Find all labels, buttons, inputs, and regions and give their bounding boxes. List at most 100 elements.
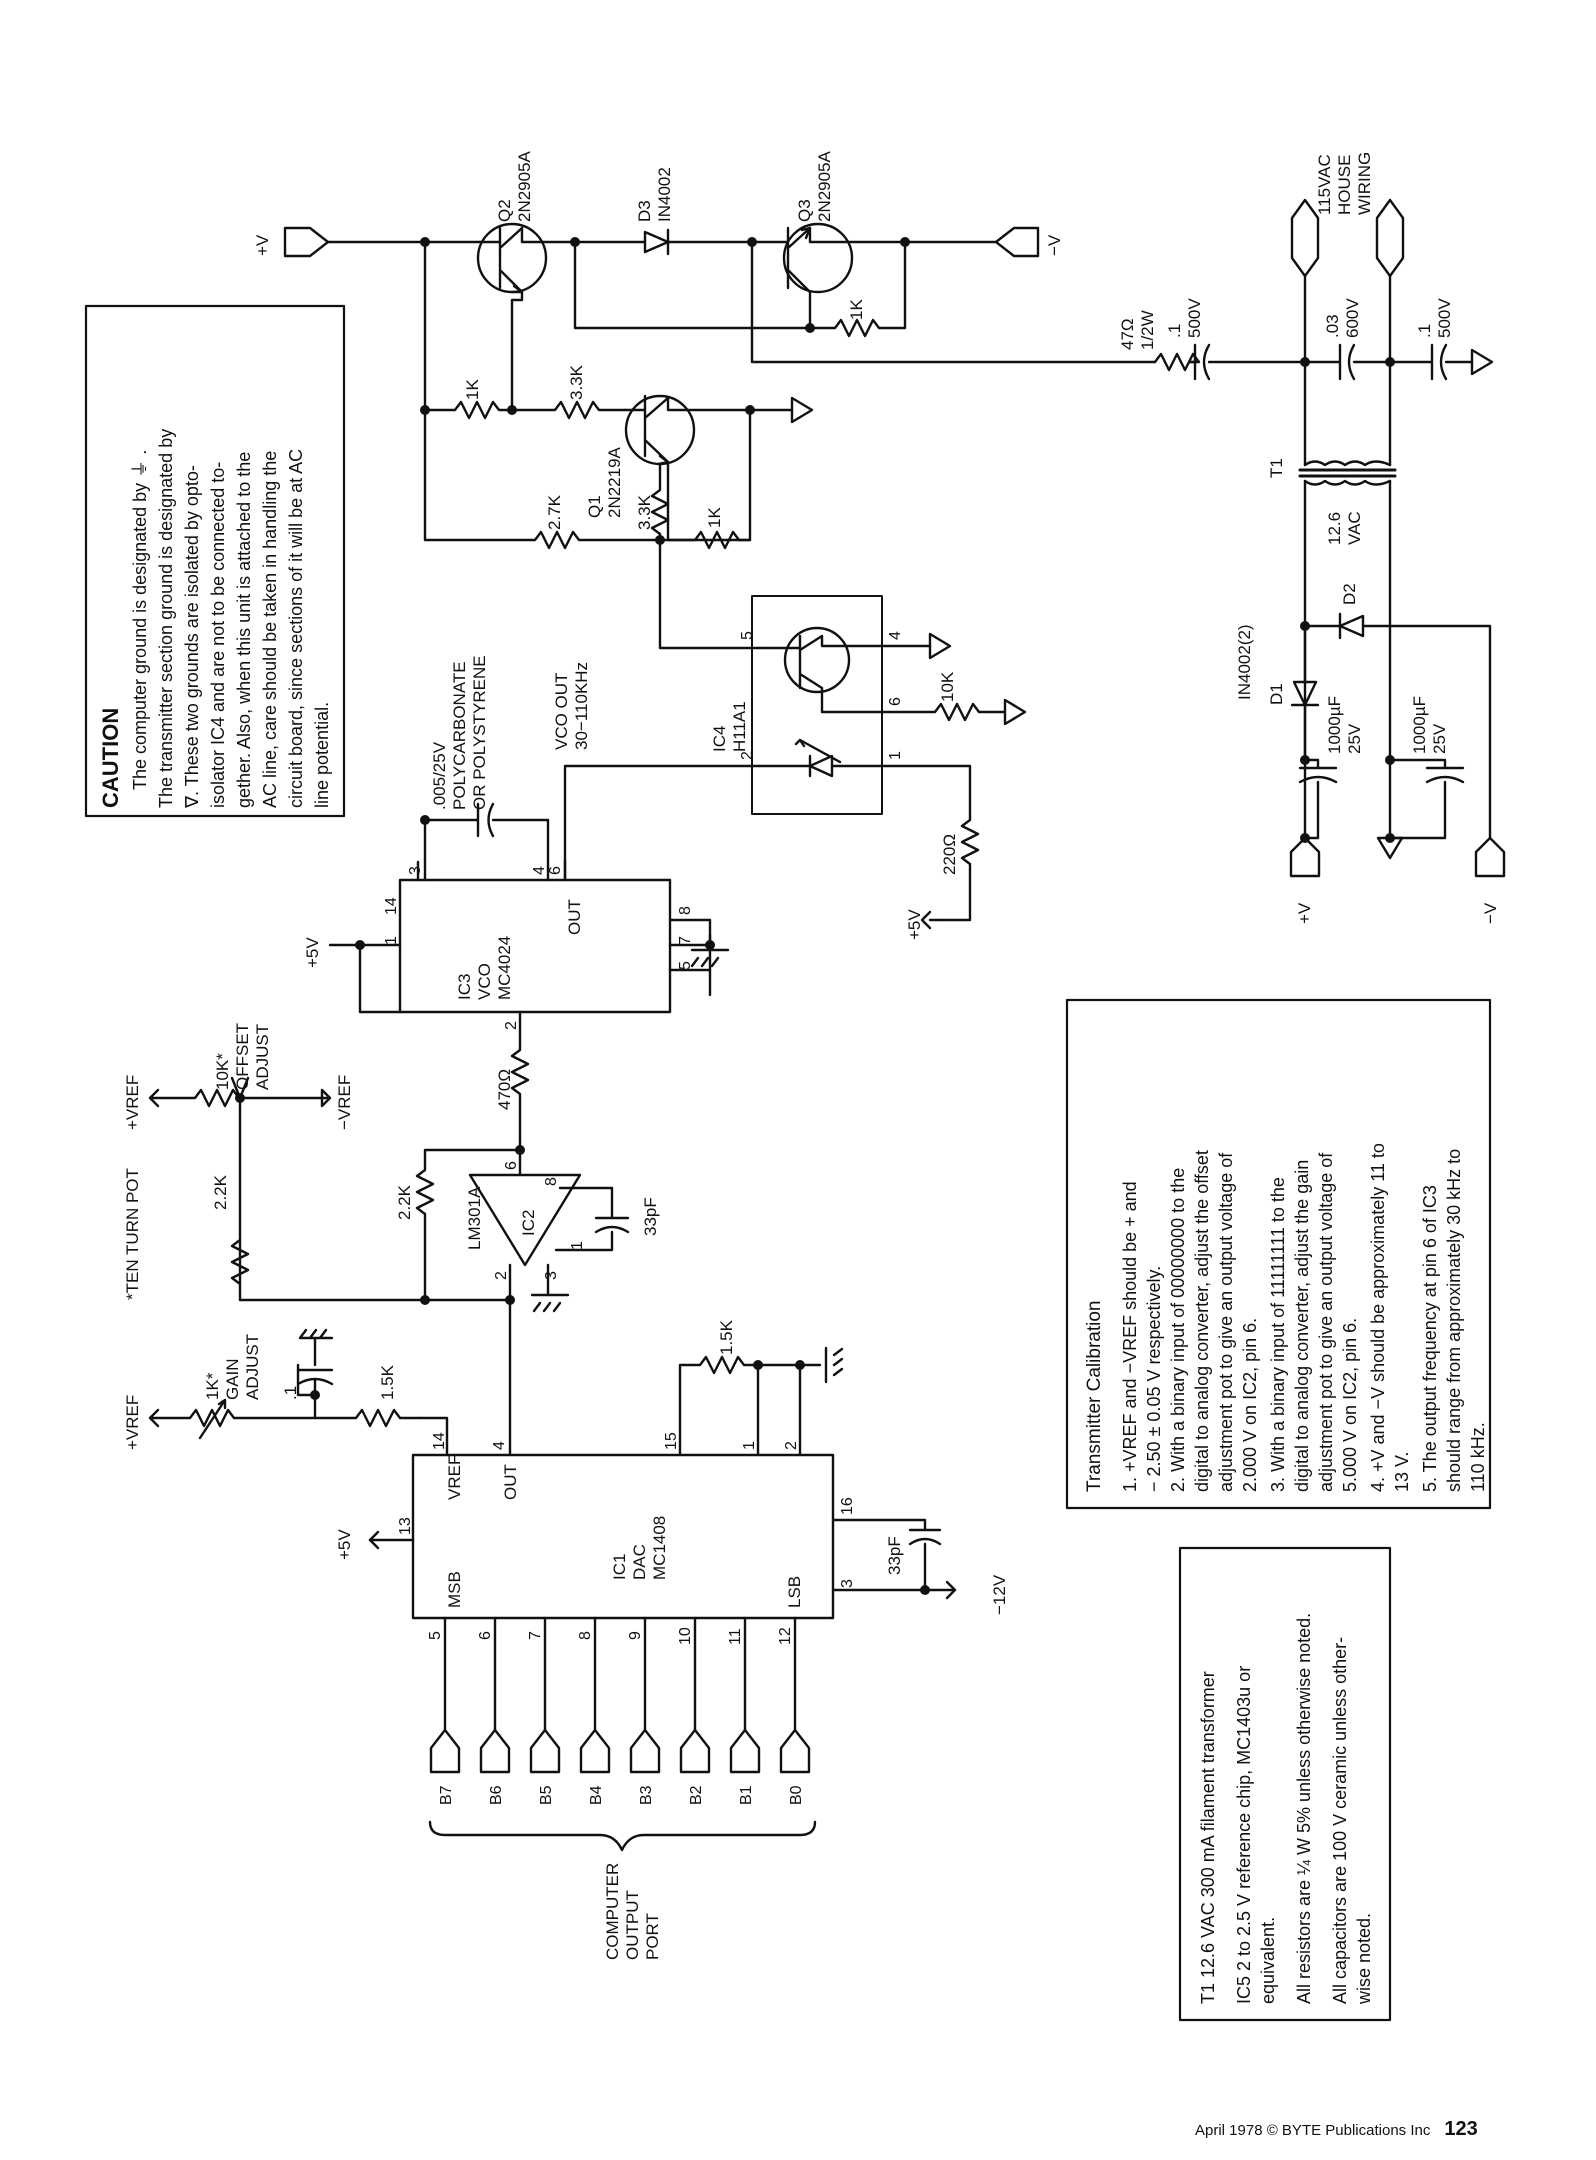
wire-ic1-pin14 — [418, 1416, 449, 1457]
calibration-title: Transmitter Calibration — [1084, 1301, 1105, 1492]
label-gain-pot-1: 1K* — [203, 1372, 222, 1400]
plus-v-terminal-bottom — [1289, 836, 1321, 878]
caution-line-1: The computer ground is designated by ⏚ . — [130, 450, 150, 790]
q1-transistor — [623, 394, 752, 542]
caution-text: CAUTION The computer ground is designate… — [98, 429, 332, 809]
caution-title: CAUTION — [98, 708, 123, 808]
bit-pin-b1: 11 — [727, 1628, 744, 1645]
label-ic3-out: OUT — [565, 899, 584, 935]
bit-pin-b4: 8 — [577, 1631, 594, 1640]
label-c-vco-3: OR POLYSTYRENE — [470, 655, 489, 810]
label-ic1-vref: VREF — [445, 1455, 464, 1500]
ic4-phototransistor — [758, 626, 884, 714]
pin-ic3-4: 4 — [531, 866, 548, 875]
label-ic3-type: VCO — [475, 963, 494, 1000]
notes-box — [1178, 1546, 1392, 2022]
label-ic2-name: IC2 — [519, 1210, 538, 1236]
ic4-led — [758, 738, 884, 778]
pin-ic1-2: 2 — [783, 1441, 800, 1450]
ic3-cap-loop — [423, 802, 550, 882]
notes-line-4: All resistors are ¼ W 5% unless otherwis… — [1294, 1613, 1314, 2004]
label-minus12v: −12V — [990, 1574, 1009, 1615]
label-ic1-type: DAC — [630, 1544, 649, 1580]
label-d2: D2 — [1340, 583, 1359, 605]
label-t1-sec-1: 12.6 — [1325, 512, 1344, 545]
c-33pf-ic1 — [831, 1518, 957, 1592]
pin-ic2-1: 1 — [569, 1241, 586, 1250]
label-minus-v-bottom: −V — [1481, 902, 1500, 924]
xmit-ground-ic4-4 — [928, 632, 952, 660]
label-ic1-part: MC1408 — [650, 1516, 669, 1580]
wire-ic2-pin2 — [238, 1263, 512, 1457]
label-t1-sec-2: VAC — [1345, 511, 1364, 545]
minus12v-arrow — [945, 1580, 957, 1600]
bit-pin-b0: 12 — [777, 1627, 794, 1645]
wire-q1-ic4 — [658, 538, 762, 650]
c-33pf-ic2 — [554, 1186, 630, 1252]
page-number: 123 — [1444, 2118, 1478, 2140]
pin-ic3-7: 7 — [677, 936, 694, 945]
label-c-p1-500v-2: 500V — [1185, 298, 1204, 338]
caution-line-3: ∇. These two grounds are isolated by opt… — [182, 465, 202, 809]
label-port-1: COMPUTER — [603, 1863, 622, 1960]
r-2-2k-offset — [230, 1108, 250, 1302]
pin-ic1-3: 3 — [839, 1579, 856, 1588]
bit-pin-b2: 10 — [677, 1627, 694, 1645]
label-r-2-2k-offset: 2.2K — [211, 1174, 230, 1210]
label-r-1-5k-ground: 1.5K — [717, 1319, 736, 1355]
label-ic3-part: MC4024 — [495, 936, 514, 1000]
pin-ic4-2: 2 — [739, 751, 756, 760]
calibration-line-7: 3. With a binary input of 11111111 to th… — [1268, 1177, 1288, 1492]
label-plus-vref-2: +VREF — [123, 1395, 142, 1450]
bit-name-b1: B1 — [738, 1785, 755, 1805]
calibration-line-13: 5. The output frequency at pin 6 of IC3 — [1420, 1185, 1440, 1492]
plus-v-terminal-top — [283, 226, 330, 258]
plus-vref-arrow-1 — [148, 1088, 160, 1108]
label-ten-turn: *TEN TURN POT — [123, 1168, 142, 1300]
r-1k-right — [658, 530, 752, 550]
plus5v-arrow-220 — [920, 910, 932, 930]
notes-line-6: wise noted. — [1354, 1913, 1374, 2005]
pin-ic1-15: 15 — [663, 1432, 680, 1450]
bit-input-lines — [443, 1616, 797, 1732]
pin-ic1-4: 4 — [491, 1441, 508, 1450]
notes-line-5: All capacitors are 100 V ceramic unless … — [1330, 1637, 1350, 2004]
c-1000uf-2 — [1388, 758, 1465, 840]
bit-pin-b5: 7 — [527, 1631, 544, 1640]
minus-v-terminal-top — [994, 226, 1040, 258]
calibration-line-8: digital to analog converter, adjust the … — [1292, 1160, 1312, 1492]
calibration-line-12: 13 V. — [1392, 1452, 1412, 1492]
r-1k-q3 — [573, 240, 907, 338]
label-port-3: PORT — [643, 1913, 662, 1960]
r-1-5k-gain — [313, 1378, 422, 1428]
calibration-line-3: 2. With a binary input of 00000000 to th… — [1168, 1168, 1188, 1492]
label-c-p1-gain: .1 — [281, 1386, 300, 1400]
bit-name-b2: B2 — [688, 1785, 705, 1805]
port-brace — [428, 1820, 817, 1852]
label-q3-part: 2N2905A — [815, 150, 834, 222]
pin-ic3-1: 1 — [383, 936, 400, 945]
calibration-line-15: 110 kHz. — [1468, 1422, 1488, 1492]
footer-text: April 1978 © BYTE Publications Inc — [1195, 2122, 1431, 2139]
label-d1: D1 — [1267, 683, 1286, 705]
pin-ic3-6: 6 — [547, 866, 564, 875]
label-c-p03-1: .03 — [1323, 314, 1342, 338]
label-ic4-name: IC4 — [710, 726, 729, 752]
comp-ground-ic2 — [530, 1293, 570, 1313]
label-c1000-2a: 1000µF — [1410, 696, 1429, 754]
c-p03-600v — [1303, 343, 1392, 381]
minus-vref-arrow-1 — [320, 1088, 332, 1108]
label-offset-pot-3: ADJUST — [253, 1024, 272, 1090]
label-ic3-name: IC3 — [455, 974, 474, 1000]
wire-ic3-gnd-pins — [668, 918, 712, 997]
r-1k-top — [423, 400, 514, 420]
pin-ic4-5: 5 — [739, 631, 756, 640]
label-diode-type: IN4002(2) — [1235, 624, 1254, 700]
c-1000uf-1 — [1298, 758, 1338, 840]
pin-ic2-8: 8 — [543, 1177, 560, 1186]
caution-line-5: gether. Also, when this unit is attached… — [234, 452, 254, 808]
label-plus5v-ic3: +5V — [303, 937, 322, 968]
label-q2-name: Q2 — [495, 199, 514, 222]
label-ic1-out: OUT — [501, 1464, 520, 1500]
